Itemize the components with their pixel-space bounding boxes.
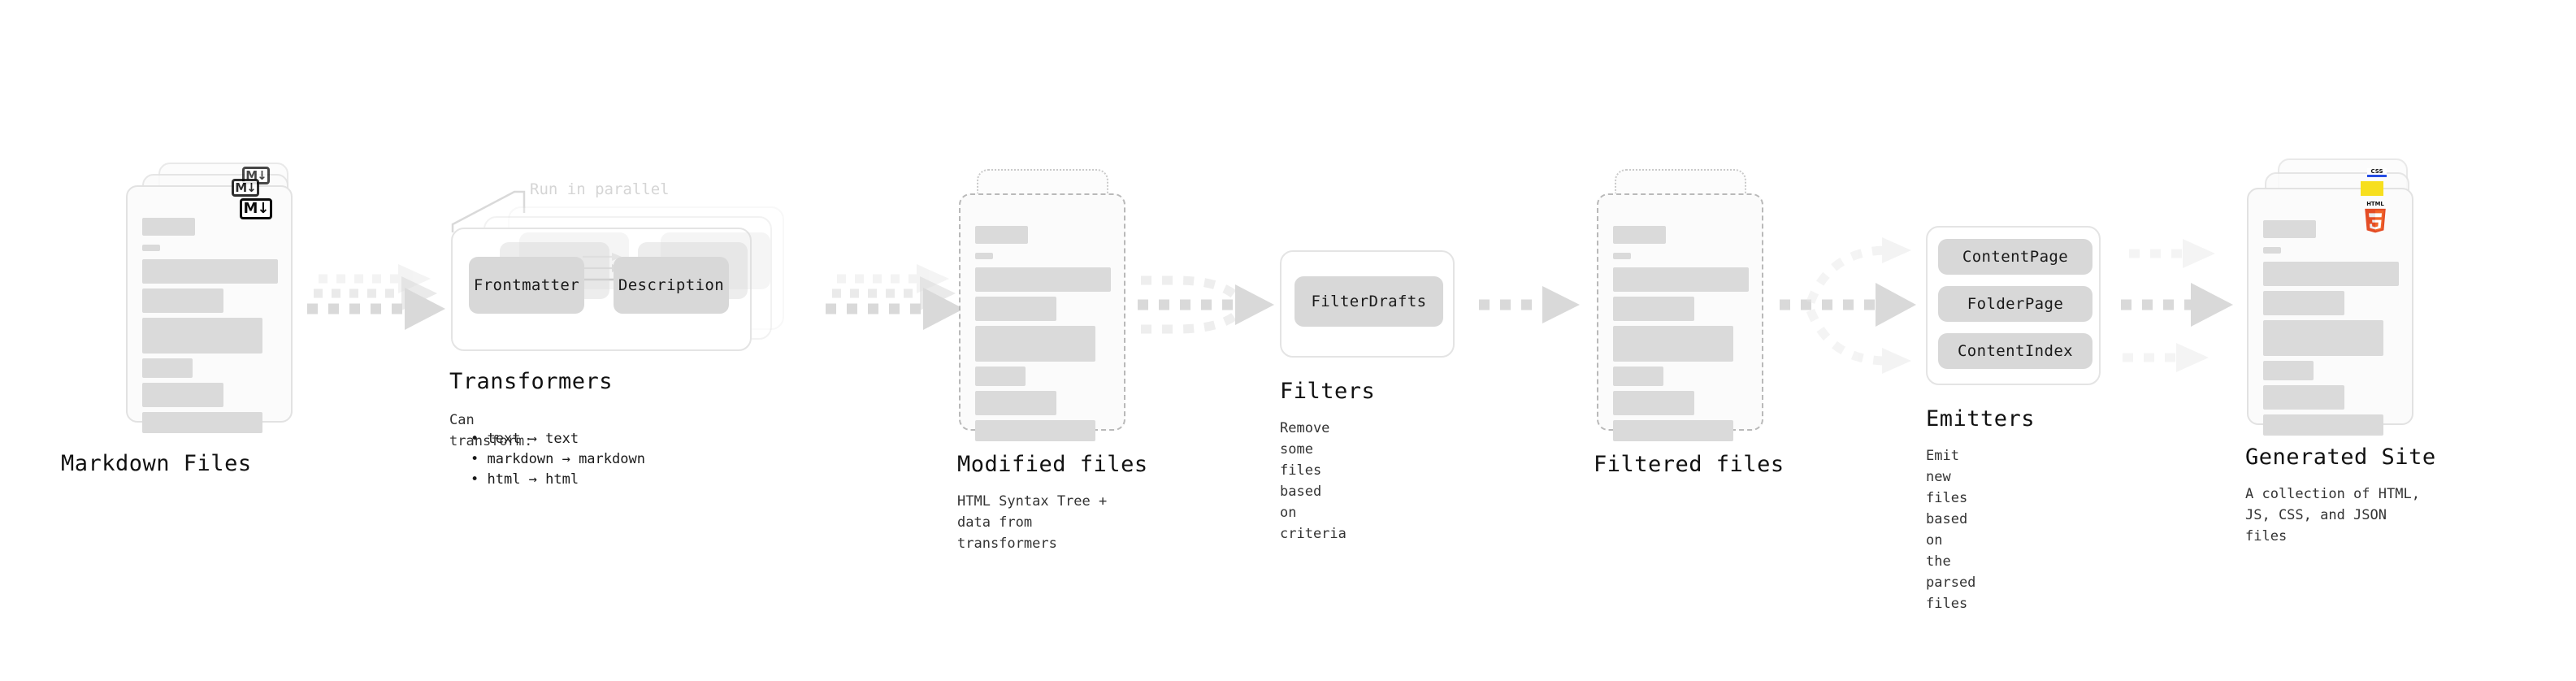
- skeleton-bar: [142, 245, 160, 251]
- list-item: • markdown → markdown: [471, 451, 645, 467]
- skeleton-bar: [975, 226, 1028, 244]
- skeleton-bar: [975, 420, 1095, 441]
- filters-group: FilterDrafts: [1280, 250, 1455, 358]
- skeleton-bar: [2263, 320, 2383, 356]
- skeleton-bar: [1613, 420, 1733, 441]
- skeleton-bar: [975, 253, 993, 259]
- emitter-chip-folderpage[interactable]: FolderPage: [1938, 286, 2092, 322]
- skeleton-bar: [1613, 391, 1694, 415]
- css-icon-label: CSS: [2370, 168, 2383, 175]
- arrow-filters-to-filtered: [1479, 286, 1580, 323]
- arrow-markdown-to-transformers: [307, 264, 445, 330]
- list-item: • text → text: [471, 431, 579, 447]
- emitter-chip-contentpage[interactable]: ContentPage: [1938, 239, 2092, 275]
- skeleton-bar: [975, 267, 1111, 292]
- markdown-icon-label: M↓: [243, 200, 270, 217]
- arrow-transformers-to-modified: [826, 264, 964, 330]
- bullet-text: text → text: [487, 431, 579, 447]
- skeleton-bar: [142, 288, 223, 313]
- stage-label-filters: Filters: [1280, 379, 1376, 404]
- generated-site-description: A collection of HTML, JS, CSS, and JSON …: [2245, 486, 2420, 544]
- doc-layer-front: [2247, 188, 2413, 436]
- skeleton-bar: [142, 358, 193, 378]
- skeleton-bar: [1613, 226, 1666, 244]
- stage-generated-site: CSS HTML Generated Site A collection of …: [2245, 158, 2435, 544]
- stage-label-markdown-files: Markdown Files: [61, 451, 252, 476]
- skeleton-bar: [2263, 361, 2314, 380]
- bullet-text: markdown → markdown: [487, 451, 645, 467]
- doc-layer-front: [1597, 193, 1763, 441]
- skeleton-bar: [142, 318, 262, 354]
- css-icon: CSS: [2367, 168, 2387, 177]
- emitter-chip-contentindex[interactable]: ContentIndex: [1938, 333, 2092, 369]
- markdown-doc-stack: M↓ M↓ M↓: [126, 163, 305, 433]
- skeleton-bar: [142, 412, 262, 433]
- transformer-chip-frontmatter[interactable]: Frontmatter: [469, 257, 584, 314]
- skeleton-bar: [2263, 414, 2383, 436]
- skeleton-bar: [2263, 220, 2316, 238]
- markdown-icon-label: M↓: [235, 180, 256, 195]
- skeleton-bar: [1613, 367, 1663, 386]
- skeleton-bar: [2263, 247, 2281, 254]
- stage-label-emitters: Emitters: [1926, 406, 2036, 432]
- skeleton-bar: [975, 367, 1026, 386]
- js-icon: [2361, 181, 2383, 196]
- stage-filtered-files: Filtered files: [1594, 169, 1784, 477]
- run-in-parallel-annotation: Run in parallel: [530, 180, 670, 198]
- emitters-description: Emit new files based on the parsed files: [1926, 448, 1976, 612]
- transformer-chip-description[interactable]: Description: [614, 257, 729, 314]
- stage-modified-files: Modified files HTML Syntax Tree + data f…: [957, 169, 1147, 552]
- bracket-icon: [451, 190, 526, 232]
- filters-description: Remove some files based on criteria: [1280, 420, 1347, 542]
- skeleton-bar: [2263, 291, 2344, 315]
- skeleton-bar: [2263, 385, 2344, 410]
- html5-icon: HTML: [2365, 201, 2386, 233]
- stage-label-filtered-files: Filtered files: [1594, 452, 1785, 477]
- skeleton-bar: [975, 326, 1095, 362]
- bullet-text: html → html: [487, 471, 579, 488]
- skeleton-bar: [975, 297, 1056, 321]
- svg-text:HTML: HTML: [2366, 201, 2384, 207]
- filtered-doc-stack: [1597, 169, 1772, 441]
- arrow-filtered-to-emitters: [1780, 237, 1916, 374]
- skeleton-bar: [975, 391, 1056, 415]
- stage-markdown-files: M↓ M↓ M↓ Markdown Files: [61, 163, 305, 476]
- emitters-group: ContentPage FolderPage ContentIndex: [1926, 226, 2101, 385]
- skeleton-bar: [1613, 253, 1631, 259]
- skeleton-bar: [142, 218, 195, 236]
- skeleton-bar: [1613, 267, 1749, 292]
- modified-doc-stack: [959, 169, 1134, 441]
- skeleton-bar: [1613, 326, 1733, 362]
- skeleton-bar: [142, 259, 278, 284]
- list-item: • html → html: [471, 471, 579, 488]
- stage-label-modified-files: Modified files: [957, 452, 1148, 477]
- doc-layer-front: [959, 193, 1125, 441]
- skeleton-bar: [142, 383, 223, 407]
- transformers-description: Can transform:: [449, 412, 533, 449]
- arrow-emitters-to-site: [2121, 239, 2233, 372]
- skeleton-bar: [1613, 297, 1694, 321]
- transformers-bullet-list: • text → text • markdown → markdown • ht…: [471, 429, 645, 490]
- stage-label-generated-site: Generated Site: [2245, 445, 2436, 470]
- stage-label-transformers: Transformers: [449, 369, 614, 394]
- markdown-icon-mid: M↓: [232, 179, 259, 197]
- skeleton-bar: [2263, 262, 2399, 286]
- arrow-modified-to-filters: [1138, 275, 1274, 334]
- filter-chip-filterdrafts[interactable]: FilterDrafts: [1295, 276, 1443, 327]
- doc-layer-front: [126, 185, 293, 433]
- site-doc-stack: CSS HTML: [2247, 158, 2430, 436]
- modified-files-description: HTML Syntax Tree + data from transformer…: [957, 493, 1108, 552]
- markdown-icon-label: M↓: [245, 167, 267, 183]
- markdown-icon-front: M↓: [240, 198, 272, 219]
